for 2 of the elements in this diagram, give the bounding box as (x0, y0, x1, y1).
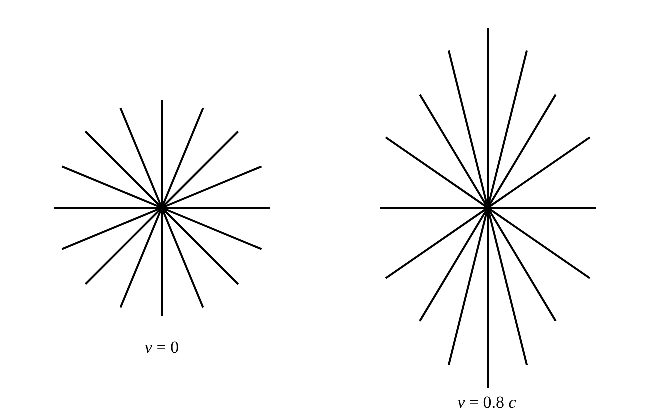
velocity-label: v = 0 (144, 338, 180, 358)
velocity-label: v = 0.8 c (458, 393, 516, 413)
